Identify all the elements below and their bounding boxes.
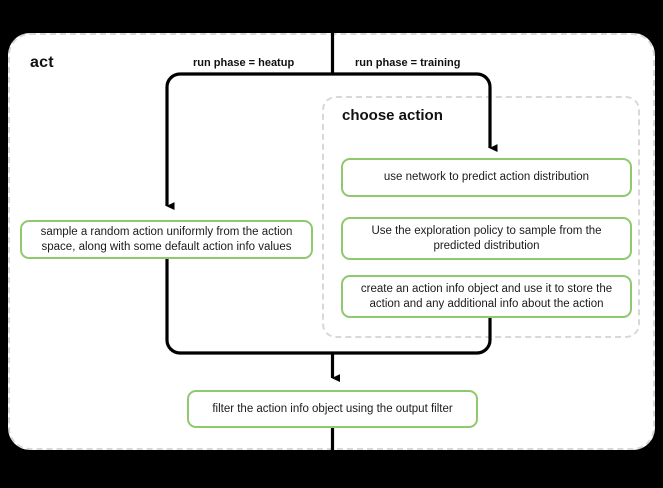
act-container-label: act [30,54,54,71]
edge-label-heatup: run phase = heatup [193,57,295,69]
node-sample-random-action: sample a random action uniformly from th… [20,220,313,259]
edge-label-training: run phase = training [355,57,461,69]
node-create-action-info: create an action info object and use it … [341,275,632,318]
choose-action-container-label: choose action [342,107,443,124]
node-use-network: use network to predict action distributi… [341,158,632,197]
node-exploration-policy: Use the exploration policy to sample fro… [341,217,632,260]
node-filter-action-info: filter the action info object using the … [187,390,478,428]
